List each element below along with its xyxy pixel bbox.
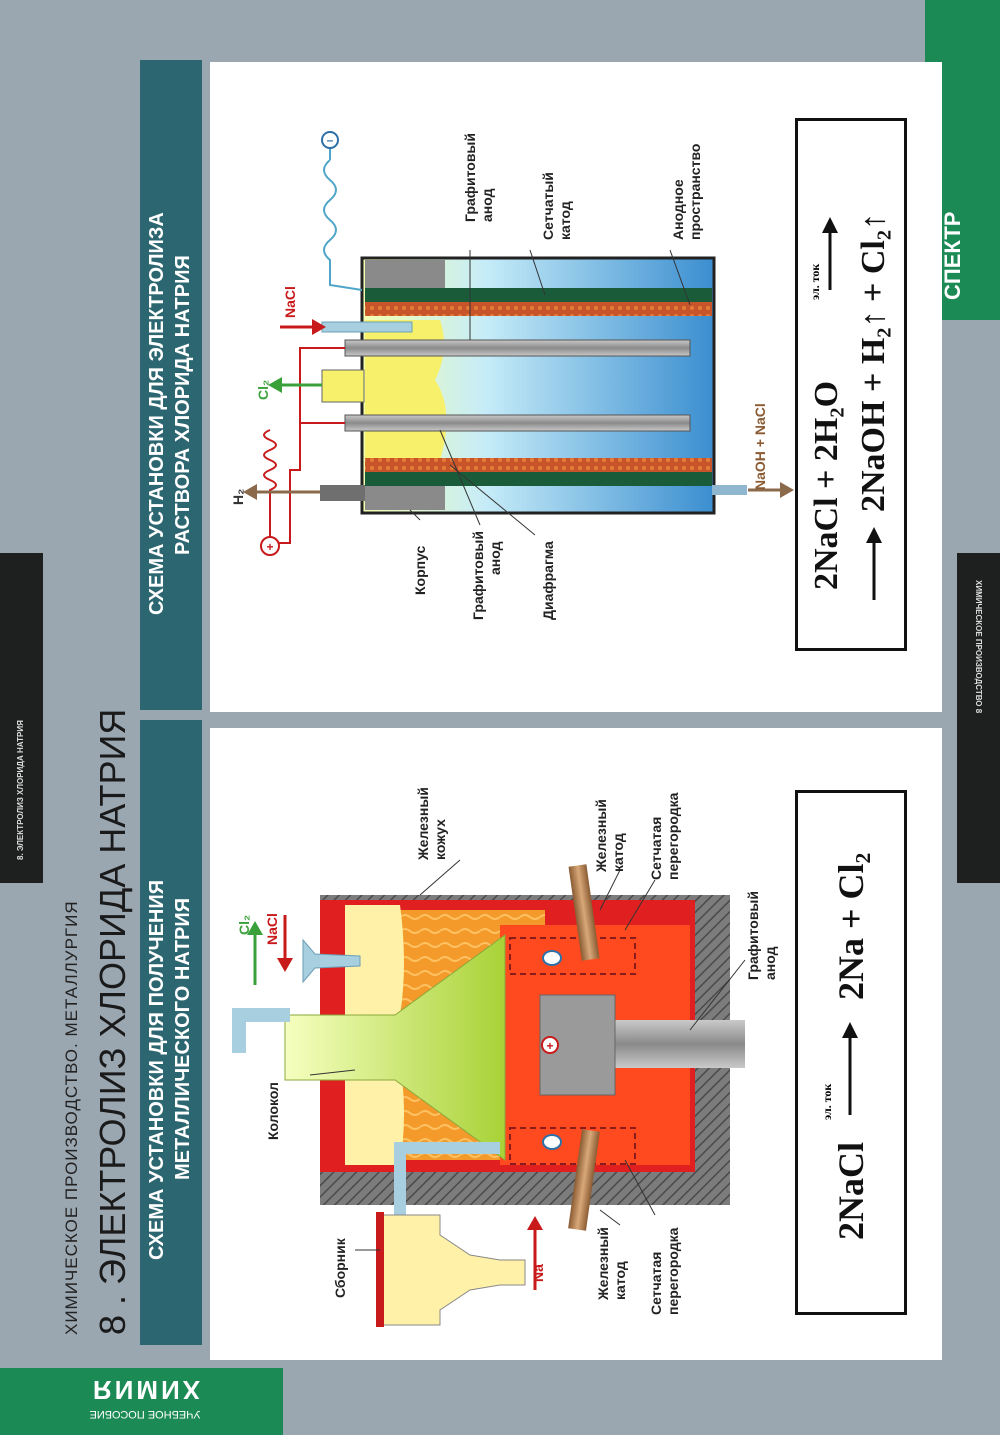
solution-equation-arrow-bottom bbox=[866, 527, 882, 600]
melt-equation-arrow bbox=[842, 1022, 858, 1115]
label-anode-space-1: Анодное bbox=[670, 179, 686, 240]
solution-equation-box bbox=[795, 118, 907, 651]
graphite-anode-lower bbox=[344, 414, 691, 432]
bell-shape bbox=[284, 934, 506, 1161]
label-graphite-anode-left-1: Графитовый bbox=[470, 531, 486, 620]
diaphragm-bottom bbox=[365, 458, 712, 472]
cathode-mesh-bottom bbox=[365, 472, 712, 486]
graphite-anode-rod bbox=[600, 1020, 745, 1068]
melt-section-bar bbox=[140, 720, 202, 1345]
bell-outlet-pipe bbox=[240, 1008, 290, 1022]
solution-section-bar bbox=[140, 60, 202, 710]
anode-plus-text: + bbox=[546, 1039, 553, 1053]
mesh-partition-top-shape bbox=[509, 937, 636, 975]
bell-outlet-pipe-vertical bbox=[232, 1008, 246, 1053]
label-nacl-solution: NaCl bbox=[282, 286, 298, 318]
mesh-partition-bottom-shape bbox=[509, 1127, 636, 1165]
cathode-mesh-top bbox=[365, 288, 712, 302]
cathode-bottom-minus-marker bbox=[542, 1134, 562, 1150]
solution-equation-left: 2NaCl + 2H₂O bbox=[808, 380, 845, 590]
nacl-arrowhead bbox=[277, 958, 293, 972]
nacl-funnel bbox=[302, 938, 361, 984]
brand-block: ХИМИЯ УЧЕБНОЕ ПОСОБИЕ bbox=[0, 1368, 283, 1435]
graphite-anode-upper bbox=[344, 339, 691, 357]
anode-wiring bbox=[270, 347, 345, 544]
right-side-tab bbox=[957, 553, 1000, 883]
label-graphite-anode-right-1: Графитовый bbox=[462, 133, 478, 222]
red-coil bbox=[263, 429, 277, 545]
label-graphite-anode-left-2: анод bbox=[487, 541, 503, 576]
nacl-arrowhead-solution bbox=[312, 319, 326, 335]
iron-cathode-bottom-rod bbox=[568, 1129, 600, 1231]
solution-leader-lines bbox=[409, 249, 691, 536]
solution-equation-right: 2NaOH + H₂↑ + Cl₂↑ bbox=[855, 212, 892, 512]
label-h2: H₂ bbox=[230, 488, 246, 505]
anode-plus-marker bbox=[541, 1036, 559, 1054]
label-diaphragm: Диафрагма bbox=[540, 541, 556, 620]
h2-arrowhead bbox=[243, 484, 257, 500]
h2-outlet bbox=[320, 485, 365, 501]
body-grey-bottom bbox=[365, 482, 445, 510]
solution-plus-text: + bbox=[266, 540, 273, 554]
iron-cathode-top-rod bbox=[568, 864, 600, 961]
melt-leader-lines bbox=[309, 859, 746, 1251]
label-cl2-solution: Cl₂ bbox=[255, 379, 271, 400]
label-body: Корпус bbox=[412, 545, 428, 595]
solution-minus-text: – bbox=[327, 133, 334, 147]
na-pipe bbox=[394, 1142, 500, 1215]
label-graphite-anode-right-2: анод bbox=[479, 188, 495, 223]
collector-cap bbox=[376, 1212, 384, 1327]
label-mesh-cathode-2: катод bbox=[557, 201, 573, 240]
cl2-arrowhead-solution bbox=[268, 377, 282, 393]
collector-shape bbox=[379, 1214, 526, 1326]
naoh-arrowhead bbox=[780, 482, 794, 498]
blue-coil bbox=[323, 159, 363, 291]
left-side-tab bbox=[0, 553, 43, 883]
cathode-top-minus-marker bbox=[542, 950, 562, 966]
nacl-inlet bbox=[321, 321, 413, 333]
na-arrowhead bbox=[527, 1216, 543, 1230]
diaphragm-top bbox=[365, 302, 712, 316]
label-mesh-cathode-1: Сетчатый bbox=[540, 172, 556, 240]
body-grey-top bbox=[365, 260, 445, 288]
label-naoh-nacl: NaOH + NaCl bbox=[752, 403, 768, 490]
label-anode-space-2: пространство bbox=[687, 143, 703, 240]
naoh-outlet bbox=[712, 485, 747, 495]
cl2-outlet bbox=[321, 369, 365, 403]
cl2-arrowhead bbox=[247, 921, 263, 935]
solution-equation-arrow-top bbox=[822, 217, 838, 290]
solution-minus-marker bbox=[321, 131, 339, 149]
solution-plus-marker bbox=[260, 536, 280, 556]
